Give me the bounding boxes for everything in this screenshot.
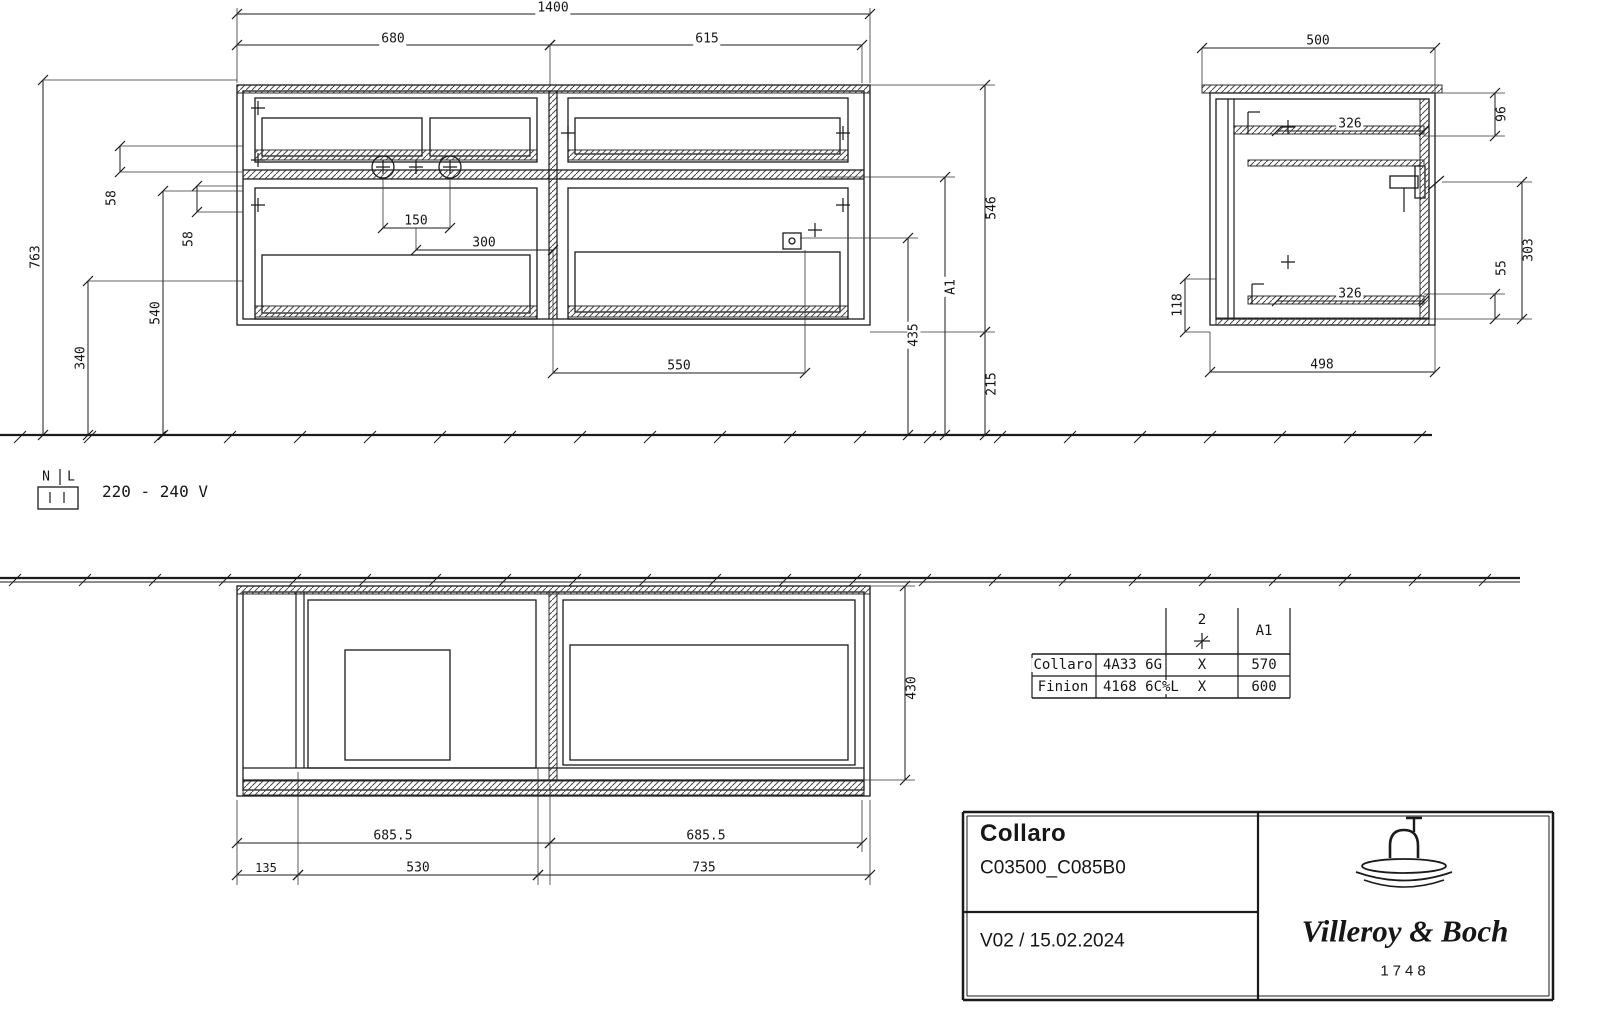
mounting-point-markers — [251, 101, 1295, 269]
a1-marker-label: A1 — [943, 277, 959, 297]
electrical-n-label: N — [40, 469, 52, 485]
dim-depth-bottom: 498 — [1308, 357, 1336, 373]
dim-front-right: 685.5 — [684, 828, 728, 844]
dim-front-left: 685.5 — [371, 828, 415, 844]
product-code: C03500_C085B0 — [978, 857, 1128, 879]
dim-height-340: 340 — [73, 344, 89, 372]
dim-offset-135: 135 — [253, 861, 279, 875]
table-row2-fits: X — [1195, 679, 1209, 695]
brand-logo-text: Villeroy & Boch — [1299, 913, 1511, 949]
dim-total-width: 1400 — [535, 0, 571, 16]
product-name: Collaro — [978, 820, 1069, 847]
version-date: V02 / 15.02.2024 — [978, 930, 1127, 952]
dim-cutout-530: 530 — [404, 860, 432, 876]
dim-tap-spacing: 150 — [402, 213, 430, 229]
dim-height-540: 540 — [148, 299, 164, 327]
dim-shelf-lower: 326 — [1336, 286, 1364, 302]
dim-socket-height: 435 — [906, 321, 922, 349]
dim-socket-span: 550 — [665, 358, 693, 374]
table-a1-header: A1 — [1253, 623, 1275, 639]
dim-gap-lower: 58 — [181, 229, 197, 249]
electrical-l-label: L — [65, 469, 77, 485]
dim-height-96: 96 — [1494, 104, 1510, 124]
brand-logo-icon — [1355, 816, 1453, 888]
dim-total-height: 763 — [28, 243, 44, 271]
wall-hatch-ticks — [8, 430, 1492, 587]
table-row1-a1: 570 — [1249, 657, 1279, 673]
dim-right-width: 615 — [693, 31, 721, 47]
dim-shelf-upper: 326 — [1336, 116, 1364, 132]
brand-year: 1748 — [1378, 962, 1432, 980]
table-row1-fits: X — [1195, 657, 1209, 673]
dim-cutout-735: 735 — [690, 860, 718, 876]
dim-left-width: 680 — [379, 31, 407, 47]
table-row2-a1: 600 — [1249, 679, 1279, 695]
table-symbol-header: 2 — [1195, 612, 1209, 628]
dim-depth-430: 430 — [904, 674, 920, 702]
table-row2-code: 4168 6C%L — [1101, 679, 1181, 695]
dim-tap-offset: 300 — [470, 235, 498, 251]
dim-gap-upper: 58 — [104, 188, 120, 208]
dim-depth-top: 500 — [1304, 33, 1332, 49]
view-outlines — [0, 84, 1555, 1002]
dim-floor-clearance: 215 — [984, 370, 1000, 398]
dim-height-303: 303 — [1521, 236, 1537, 264]
dimension-lines — [37, 8, 1532, 885]
table-row1-brand: Collaro — [1031, 657, 1095, 673]
table-row1-code: 4A33 6G — [1101, 657, 1165, 673]
table-row2-brand: Finion — [1035, 679, 1091, 695]
voltage-label: 220 - 240 V — [100, 482, 210, 501]
dim-cabinet-height: 546 — [984, 194, 1000, 222]
dim-height-55: 55 — [1494, 258, 1510, 278]
dim-height-118: 118 — [1170, 291, 1186, 319]
